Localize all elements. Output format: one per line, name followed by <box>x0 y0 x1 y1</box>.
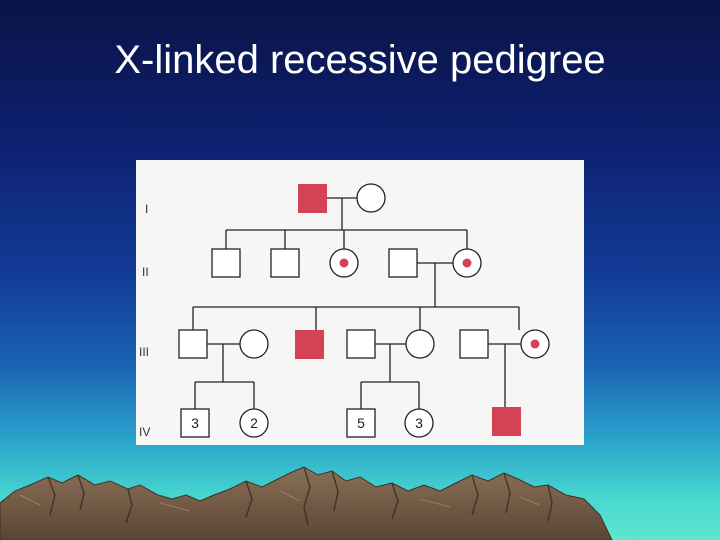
generation-label-iv: IV <box>139 425 150 439</box>
mountain-highlights <box>19 490 541 512</box>
generation-label-iii: III <box>139 345 149 359</box>
carrier-dot-ii-5 <box>462 258 472 268</box>
individual-ii-4-male <box>388 248 418 278</box>
individual-iv-2-females-group <box>239 408 269 438</box>
individual-ii-1-male <box>211 248 241 278</box>
individual-iii-3-affected-male <box>295 330 324 359</box>
mountain-silhouette <box>0 466 613 540</box>
pedigree-figure: I II III IV <box>136 160 584 445</box>
individual-i-2-female <box>356 183 386 213</box>
individual-iv-5-affected-male <box>492 407 521 436</box>
individual-i-1-affected-male <box>298 184 327 213</box>
individual-iv-1-males-group <box>180 408 210 438</box>
generation-label-ii: II <box>142 265 149 279</box>
pedigree-chart: I II III IV <box>139 183 550 439</box>
count-label-iv-4: 3 <box>415 415 423 431</box>
individual-iii-4-male <box>346 329 376 359</box>
count-label-iv-3: 5 <box>357 415 365 431</box>
individual-iii-6-male <box>459 329 489 359</box>
count-label-iv-1: 3 <box>191 415 199 431</box>
carrier-dot-iii-7 <box>530 339 540 349</box>
connector-lines <box>192 197 521 409</box>
mountain-range-illustration <box>0 466 613 540</box>
count-label-iv-2: 2 <box>250 415 258 431</box>
individual-iii-2-female <box>239 329 269 359</box>
slide-title: X-linked recessive pedigree <box>114 38 606 82</box>
individual-iii-5-female <box>405 329 435 359</box>
individual-iv-4-females-group <box>404 408 434 438</box>
individual-iii-1-male <box>178 329 208 359</box>
individual-ii-2-male <box>270 248 300 278</box>
individual-iv-3-males-group <box>346 408 376 438</box>
carrier-dot-ii-3 <box>339 258 349 268</box>
mountain-ridge-shading <box>47 466 553 526</box>
generation-label-i: I <box>145 202 148 216</box>
